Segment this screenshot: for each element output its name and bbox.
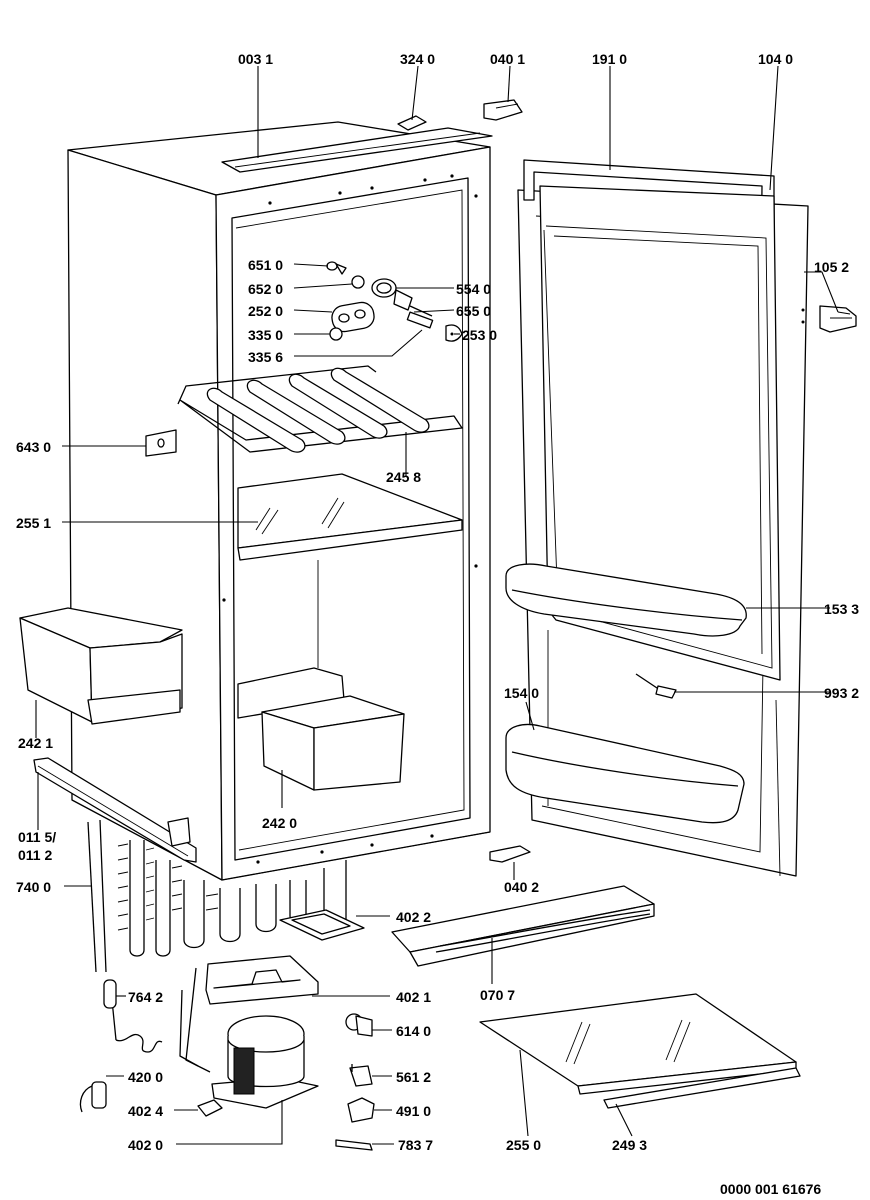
label-335-0: 335 0 [248, 327, 283, 343]
label-402-0: 402 0 [128, 1137, 163, 1153]
label-011-5: 011 5/ [18, 829, 56, 845]
label-154-0: 154 0 [504, 685, 539, 701]
rating-plate [145, 429, 177, 457]
label-105-2: 105 2 [814, 259, 849, 275]
label-402-4: 402 4 [128, 1103, 163, 1119]
label-070-7: 070 7 [480, 987, 515, 1003]
leader-lines [35, 65, 851, 1145]
label-040-1: 040 1 [490, 51, 525, 67]
label-783-7: 783 7 [398, 1137, 433, 1153]
label-655-0: 655 0 [456, 303, 491, 319]
label-253-0: 253 0 [462, 327, 497, 343]
label-764-2: 764 2 [128, 989, 163, 1005]
door-inner-liner [539, 185, 781, 681]
label-651-0: 651 0 [248, 257, 283, 273]
glass-shelf-upper [237, 473, 463, 561]
door-bin-lower [505, 723, 745, 824]
label-402-2: 402 2 [396, 909, 431, 925]
thermostat-light-assembly [326, 261, 463, 342]
label-402-1: 402 1 [396, 989, 431, 1005]
label-740-0: 740 0 [16, 879, 51, 895]
label-104-0: 104 0 [758, 51, 793, 67]
label-335-6: 335 6 [248, 349, 283, 365]
document-number: 0000 001 61676 [720, 1181, 821, 1197]
label-491-0: 491 0 [396, 1103, 431, 1119]
label-614-0: 614 0 [396, 1023, 431, 1039]
base-rail [33, 757, 197, 863]
evaporation-tray [279, 909, 365, 941]
compressor [179, 955, 319, 1109]
label-191-0: 191 0 [592, 51, 627, 67]
glass-shelf-lower [479, 993, 797, 1095]
bottom-hinge-bracket [489, 845, 531, 863]
door-bin-upper [505, 563, 747, 637]
electrical-parts [79, 1013, 375, 1151]
hinge-cover [397, 115, 427, 131]
top-hinge-bracket [483, 99, 523, 121]
label-643-0: 643 0 [16, 439, 51, 455]
label-561-2: 561 2 [396, 1069, 431, 1085]
label-249-3: 249 3 [612, 1137, 647, 1153]
label-040-2: 040 2 [504, 879, 539, 895]
label-652-0: 652 0 [248, 281, 283, 297]
refrigerator-door [505, 159, 809, 877]
label-245-8: 245 8 [386, 469, 421, 485]
label-420-0: 420 0 [128, 1069, 163, 1085]
lower-hinge [819, 305, 857, 333]
evaporator-coil [177, 365, 463, 453]
label-255-0: 255 0 [506, 1137, 541, 1153]
label-242-0: 242 0 [262, 815, 297, 831]
label-003-1: 003 1 [238, 51, 273, 67]
label-011-2: 011 2 [18, 847, 52, 863]
plinth-strip [391, 885, 655, 967]
condenser-coil [87, 819, 347, 1053]
label-993-2: 993 2 [824, 685, 859, 701]
label-554-0: 554 0 [456, 281, 491, 297]
label-255-1: 255 1 [16, 515, 51, 531]
label-153-3: 153 3 [824, 601, 859, 617]
cabinet-frame-holes [222, 174, 478, 864]
label-324-0: 324 0 [400, 51, 435, 67]
crisper-drawer [237, 667, 405, 791]
door-shelf-tray [19, 607, 183, 725]
label-242-1: 242 1 [18, 735, 53, 751]
part-number-labels: 003 1 324 0 040 1 191 0 104 0 651 0 652 … [16, 51, 859, 1197]
shelf-trim-strip [603, 1067, 801, 1109]
label-252-0: 252 0 [248, 303, 283, 319]
